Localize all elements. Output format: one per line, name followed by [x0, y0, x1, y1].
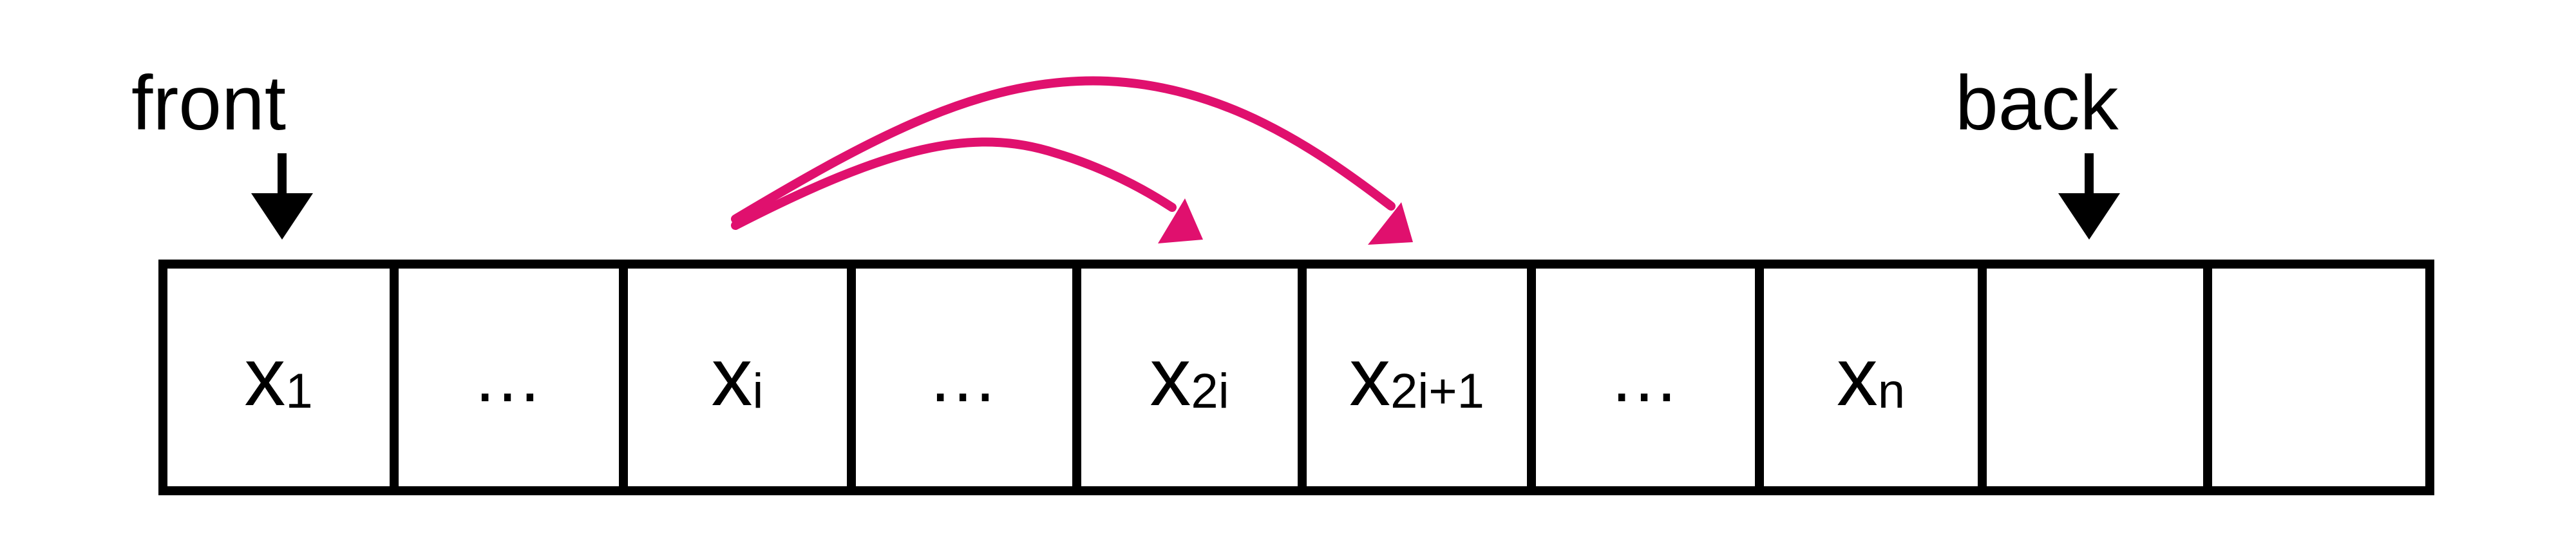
cell-empty [2208, 264, 2430, 491]
array-outline [158, 260, 2434, 495]
cell-var: x [711, 331, 753, 423]
cell-sub: n [1877, 364, 1906, 419]
arrow-to-2i [731, 137, 1177, 230]
cell-dividers [390, 264, 2212, 491]
arrowhead-2i-plus-1 [1368, 202, 1413, 245]
back-label: back [1955, 60, 2119, 146]
cell-sub: i [752, 364, 764, 419]
cell-var: x [1836, 331, 1878, 423]
cell-sub: 2i+1 [1390, 364, 1484, 419]
cell-dots: … [1609, 337, 1682, 417]
cell-ellipsis: … [1531, 264, 1759, 491]
cell-ellipsis: … [394, 264, 623, 491]
child-arrows [731, 76, 1396, 230]
cell-var: x [244, 331, 286, 423]
front-label: front [131, 60, 287, 146]
cell-sub: 2i [1191, 364, 1229, 419]
cell-dots: … [927, 337, 1001, 417]
back-pointer-arrow [2058, 153, 2120, 240]
arrowhead-2i [1158, 198, 1203, 243]
cell-sub: 1 [285, 364, 313, 419]
arrow-to-2i-plus-1 [731, 76, 1396, 223]
cell-empty [1982, 264, 2208, 491]
cell-ellipsis: … [851, 264, 1077, 491]
cell-var: x [1349, 331, 1391, 423]
cell-var: x [1150, 331, 1191, 423]
cell-dots: … [472, 337, 545, 417]
front-pointer-arrow [251, 153, 313, 240]
